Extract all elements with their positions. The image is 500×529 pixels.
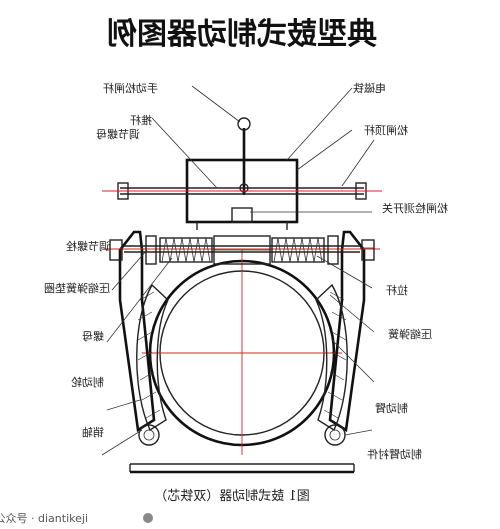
base-frame bbox=[129, 463, 355, 474]
label-compression-spring: 压缩弹簧 bbox=[388, 327, 432, 341]
brake-drum bbox=[142, 250, 342, 455]
watermark: 公众号 · diantikeji bbox=[0, 512, 153, 525]
label-brake-drum: 制动轮 bbox=[71, 375, 104, 389]
diagram-title: 典型鼓式制动器图例 bbox=[107, 17, 377, 52]
compression-spring-left bbox=[271, 237, 325, 263]
label-brake-lining: 制动臂衬件 bbox=[367, 448, 422, 461]
label-brake-arm: 制动臂 bbox=[375, 402, 408, 415]
label-release-rod: 松闸顶杆 bbox=[364, 123, 408, 137]
push-rod bbox=[102, 182, 382, 200]
electromagnet bbox=[185, 158, 299, 230]
label-bolt-sleeve: 螺母 bbox=[82, 330, 104, 343]
brake-arm-right bbox=[118, 230, 169, 446]
adjust-bolt-left bbox=[327, 235, 375, 265]
label-pull-rod: 拉杆 bbox=[386, 283, 408, 297]
label-release-switch: 松闸检测开关 bbox=[382, 201, 448, 215]
adjust-bolt-right bbox=[109, 235, 157, 265]
label-adjust-bolt: 调节螺栓 bbox=[66, 239, 110, 253]
label-electromagnet: 电磁铁 bbox=[353, 82, 386, 95]
label-adjust-nut: 调节螺母 bbox=[96, 128, 140, 141]
label-spring-seat: 压缩弹簧垫圈 bbox=[44, 281, 110, 295]
label-push-rod: 推杆 bbox=[130, 113, 152, 127]
labels: 手动松闸杆 电磁铁 推杆 松闸顶杆 调节螺母 松闸检测开关 调节螺栓 压缩弹簧垫… bbox=[44, 81, 448, 461]
compression-spring-right bbox=[159, 237, 213, 263]
watermark-text: 公众号 · diantikeji bbox=[0, 512, 88, 525]
manual-release-lever bbox=[237, 117, 251, 195]
label-pin-shaft: 销轴 bbox=[82, 425, 104, 439]
leader-lines bbox=[101, 85, 375, 456]
figure-caption: 图1 鼓式制动器（双铁芯） bbox=[154, 489, 309, 504]
wechat-icon bbox=[143, 513, 153, 523]
label-manual-release-lever: 手动松闸杆 bbox=[103, 81, 158, 95]
mirrored-artwork: 典型鼓式制动器图例 bbox=[44, 17, 448, 504]
